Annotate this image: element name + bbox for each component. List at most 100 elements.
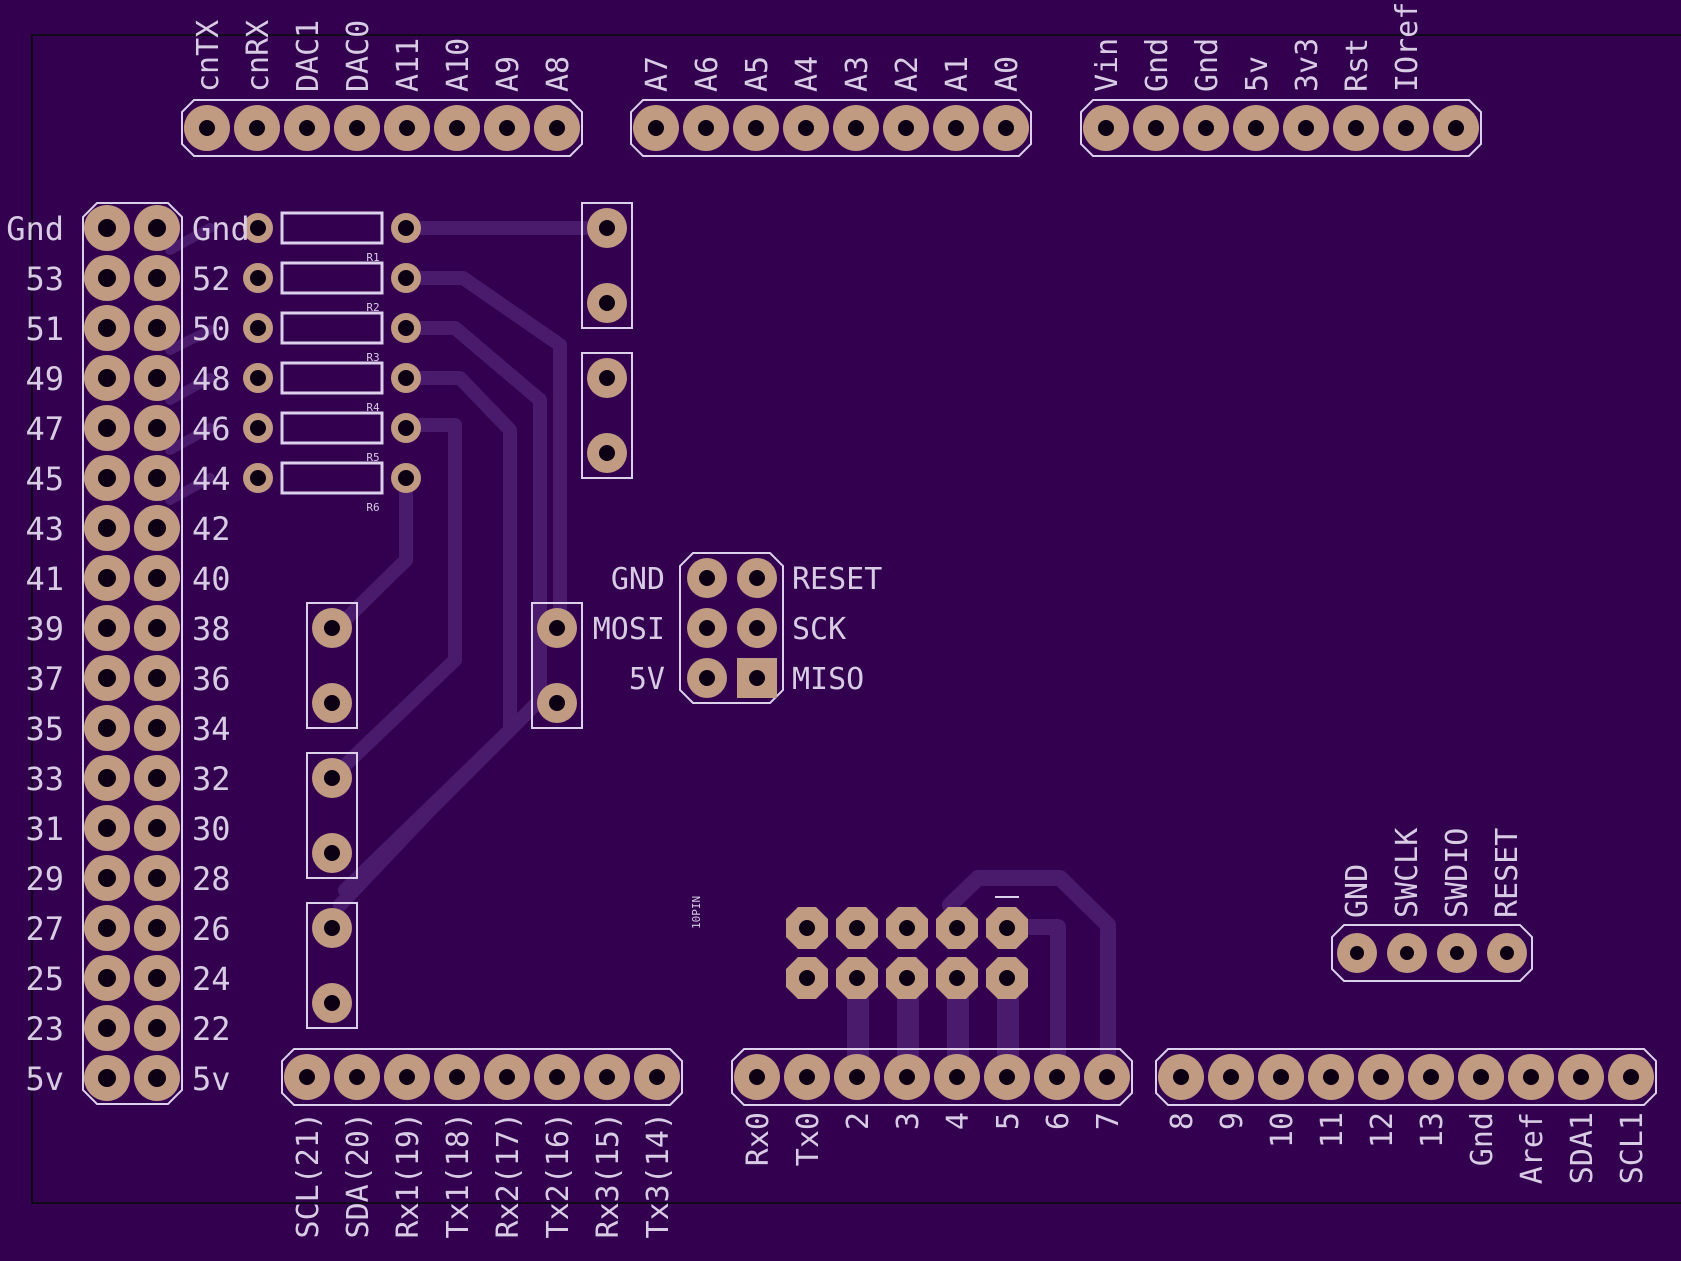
header-bottom2-pin-drill: [1099, 1069, 1115, 1085]
swd-label: SWCLK: [1390, 828, 1425, 918]
trace-r6: [338, 471, 413, 627]
connector-mid-pin-drill: [549, 695, 565, 711]
connector-top-1-pin-drill: [599, 220, 615, 236]
header-top3-label: 3v3: [1290, 38, 1325, 92]
header-top2-label: A6: [690, 56, 725, 92]
header-top2-pin-drill: [848, 120, 864, 136]
resistor-body: [280, 211, 384, 245]
header-bottom1-label: Tx3(14): [641, 1112, 676, 1238]
header-top2-pin-drill: [748, 120, 764, 136]
left-outer-label: 31: [25, 810, 64, 848]
left-inner-label: 52: [192, 260, 231, 298]
connector-mid-pin-drill: [549, 620, 565, 636]
header-bottom3-label: 11: [1315, 1112, 1350, 1148]
header-top1-pin-drill: [499, 120, 515, 136]
left-inner-label: 42: [192, 510, 231, 548]
resistor-pad-left-drill: [250, 320, 266, 336]
left-header-pin-outer-drill: [98, 369, 116, 387]
icsp-pin-right-drill: [749, 620, 765, 636]
left-outer-label: 39: [25, 610, 64, 648]
left-inner-label: 40: [192, 560, 231, 598]
tenpin-pad-drill: [849, 970, 865, 986]
icsp-pin-left-drill: [699, 670, 715, 686]
header-bottom1-pin-drill: [549, 1069, 565, 1085]
header-top3-outline: [1080, 99, 1482, 157]
header-bottom3-pin-drill: [1473, 1069, 1489, 1085]
tenpin-pad-drill: [949, 970, 965, 986]
header-top3-label: 5v: [1240, 56, 1275, 92]
header-bottom3-label: SCL1: [1615, 1112, 1650, 1184]
trace-left-2: [165, 325, 215, 355]
swd-pin-drill: [1400, 946, 1414, 960]
trace-bottom-6: [1012, 919, 1066, 1085]
header-bottom3-pin-drill: [1573, 1069, 1589, 1085]
left-header-pin-inner-drill: [148, 569, 166, 587]
header-top1-label: cnTX: [191, 20, 226, 92]
resistor-label: R4: [366, 401, 380, 414]
header-top1-label: cnRX: [241, 20, 276, 92]
swd-label: RESET: [1490, 828, 1525, 918]
header-bottom1-label: Rx3(15): [591, 1112, 626, 1238]
header-bottom2-label: 6: [1041, 1112, 1076, 1130]
header-top2-label: A3: [840, 56, 875, 92]
left-inner-label: 46: [192, 410, 231, 448]
icsp-pin-left-drill: [699, 570, 715, 586]
header-top3-pin-drill: [1448, 120, 1464, 136]
left-header-pin-outer-drill: [98, 419, 116, 437]
left-header-pin-outer-drill: [98, 919, 116, 937]
header-top3-label: Gnd: [1140, 38, 1175, 92]
tenpin-pad-drill: [799, 970, 815, 986]
trace-r5: [333, 418, 462, 777]
resistor-pad-right-drill: [398, 270, 414, 286]
left-header-pin-inner-drill: [148, 669, 166, 687]
left-header-pin-outer-drill: [98, 219, 116, 237]
header-bottom3-label: 10: [1265, 1112, 1300, 1148]
connector-top-2-outline: [581, 352, 633, 479]
header-bottom3-label: 13: [1415, 1112, 1450, 1148]
header-bottom2-label: 3: [891, 1112, 926, 1130]
header-bottom1-pin-drill: [499, 1069, 515, 1085]
board-outline: [31, 34, 1681, 1204]
left-header-pin-inner-drill: [148, 219, 166, 237]
resistor-label: R6: [366, 501, 379, 514]
header-bottom1-pin-drill: [299, 1069, 315, 1085]
left-header-pin-outer-drill: [98, 319, 116, 337]
left-outer-label: 49: [25, 360, 64, 398]
header-bottom2-pin-drill: [949, 1069, 965, 1085]
tenpin-pad-drill: [849, 920, 865, 936]
left-header-pin-inner-drill: [148, 769, 166, 787]
header-bottom3-pin-drill: [1173, 1069, 1189, 1085]
header-top2-label: A5: [740, 56, 775, 92]
left-header-pin-inner-drill: [148, 419, 166, 437]
header-bottom2-label: Tx0: [791, 1112, 826, 1166]
icsp-right-label: SCK: [792, 612, 846, 647]
left-header-pin-inner-drill: [148, 269, 166, 287]
header-bottom1-pin-drill: [649, 1069, 665, 1085]
left-header-pin-outer-drill: [98, 819, 116, 837]
header-top2-pin-drill: [648, 120, 664, 136]
left-inner-label: 30: [192, 810, 231, 848]
header-bottom3-pin-drill: [1323, 1069, 1339, 1085]
left-inner-label: 34: [192, 710, 231, 748]
tenpin-pad-drill: [899, 970, 915, 986]
connector-mid-outline: [531, 602, 583, 729]
copper-pads: [84, 105, 1654, 1101]
connector-top-2-pin-drill: [599, 445, 615, 461]
left-inner-label: 28: [192, 860, 231, 898]
left-header-pin-inner-drill: [148, 919, 166, 937]
resistor-pad-right-drill: [398, 320, 414, 336]
trace-r4: [338, 371, 517, 897]
silkscreen-outlines: [82, 99, 1657, 1106]
header-bottom2-label: Rx0: [741, 1112, 776, 1166]
header-top2-label: A2: [890, 56, 925, 92]
header-bottom3-label: Gnd: [1465, 1112, 1500, 1166]
connector-left-3-outline: [306, 902, 358, 1029]
tenpin-pad-drill: [999, 970, 1015, 986]
trace-left-3: [165, 373, 215, 405]
icsp-pin-right-drill: [749, 670, 765, 686]
left-outer-label: Gnd: [6, 210, 64, 248]
connector-left-1-pin-drill: [324, 695, 340, 711]
left-header-pin-inner-drill: [148, 1069, 166, 1087]
trace-left-4: [165, 423, 215, 455]
